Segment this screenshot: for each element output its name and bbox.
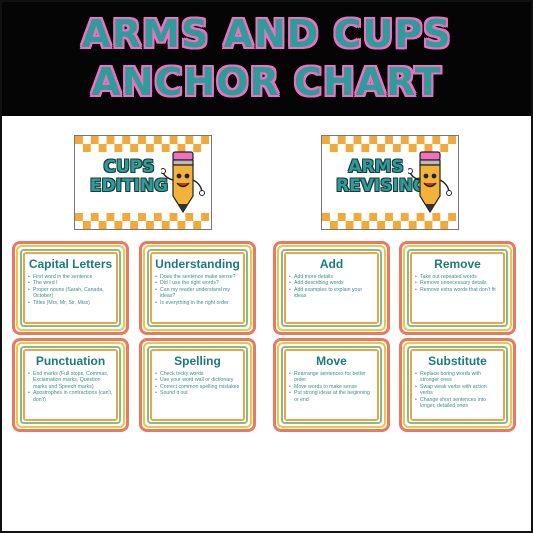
list-item: Check tricky words — [155, 371, 240, 378]
header-title-line: CUPS — [103, 157, 155, 177]
header-title-line: EDITING — [89, 176, 169, 196]
pencil-mascot-icon — [408, 151, 452, 214]
list-item: Add describing words — [289, 280, 374, 287]
card-remove: Remove Take out repeated words Remove un… — [399, 241, 516, 335]
list-item: Put strong ideas at the beginning or end — [289, 390, 374, 403]
list-item: Remove extra words that don't fit — [415, 287, 500, 294]
card-punctuation: Punctuation End marks (Full stops, Comma… — [12, 338, 129, 432]
list-item: Proper nouns (Sarah, Canada, October) — [28, 287, 113, 300]
list-item: Did I use the right words? — [155, 280, 240, 287]
checker-border-bottom — [75, 213, 210, 229]
card-list: Does the sentence make sense? Did I use … — [155, 274, 240, 306]
list-item: The word I — [28, 280, 113, 287]
card-list: Replace boring words with stronger ones … — [415, 371, 500, 409]
card-title: Spelling — [174, 354, 221, 368]
list-item: Take out repeated words — [415, 274, 500, 281]
header-card-arms: ARMS REVISING — [321, 135, 459, 230]
card-understanding: Understanding Does the sentence make sen… — [139, 241, 256, 335]
list-item: Use your word wall or dictionary — [155, 377, 240, 384]
list-item: Correct common spelling mistakes — [155, 384, 240, 391]
list-item: Titles (Mrs, Mr, Sir, Miss) — [28, 300, 113, 307]
checker-border-bottom — [322, 213, 457, 229]
checker-border-top — [322, 136, 457, 152]
header-card-cups: CUPS EDITING — [74, 135, 212, 230]
card-title: Understanding — [155, 257, 240, 271]
card-list: End marks (Full stops, Commas, Exclamati… — [28, 371, 113, 403]
card-list: Take out repeated words Remove unnecessa… — [415, 274, 500, 294]
list-item: Remove unnecessary details — [415, 280, 500, 287]
card-spelling: Spelling Check tricky words Use your wor… — [139, 338, 256, 432]
card-title: Substitute — [428, 354, 487, 368]
card-list: Check tricky words Use your word wall or… — [155, 371, 240, 397]
card-list: First word in the sentence The word I Pr… — [28, 274, 113, 306]
list-item: Replace boring words with stronger ones — [415, 371, 500, 384]
list-item: Move words to make sense — [289, 384, 374, 391]
list-item: Swap weak verbs with action verbs — [415, 384, 500, 397]
list-item: First word in the sentence — [28, 274, 113, 281]
card-title: Move — [316, 354, 347, 368]
list-item: Add more details — [289, 274, 374, 281]
card-title: Add — [319, 257, 344, 271]
header-title-arms: ARMS REVISING — [336, 157, 427, 196]
title-line-1: ARMS AND CUPS — [81, 12, 452, 56]
card-title: Punctuation — [35, 354, 106, 368]
list-item: Is everything in the right order — [155, 300, 240, 307]
header-title-line: REVISING — [336, 176, 427, 196]
card-substitute: Substitute Replace boring words with str… — [399, 338, 516, 432]
card-list: Add more details Add describing words Ad… — [289, 274, 374, 300]
card-move: Move Rearrange sentences for better orde… — [273, 338, 390, 432]
pencil-mascot-icon — [161, 151, 205, 214]
list-item: Add examples to explain your ideas — [289, 287, 374, 300]
list-item: Does the sentence make sense? — [155, 274, 240, 281]
card-capital-letters: Capital Letters First word in the senten… — [12, 241, 129, 335]
card-title: Capital Letters — [28, 257, 113, 271]
title-banner: ARMS AND CUPS ANCHOR CHART — [2, 2, 531, 116]
header-title-line: ARMS — [348, 157, 404, 177]
list-item: Rearrange sentences for better order — [289, 371, 374, 384]
card-add: Add Add more details Add describing word… — [273, 241, 390, 335]
header-title-cups: CUPS EDITING — [89, 158, 169, 196]
title-line-2: ANCHOR CHART — [91, 60, 442, 104]
list-item: Can my reader understand my ideas? — [155, 287, 240, 300]
checker-border-top — [75, 136, 210, 152]
card-list: Rearrange sentences for better order Mov… — [289, 371, 374, 403]
list-item: Change short sentences into longer, deta… — [415, 397, 500, 410]
list-item: End marks (Full stops, Commas, Exclamati… — [28, 371, 113, 390]
list-item: Apostrophes in contractions (can't, don'… — [28, 390, 113, 403]
list-item: Sound it out — [155, 390, 240, 397]
card-title: Remove — [434, 257, 481, 271]
